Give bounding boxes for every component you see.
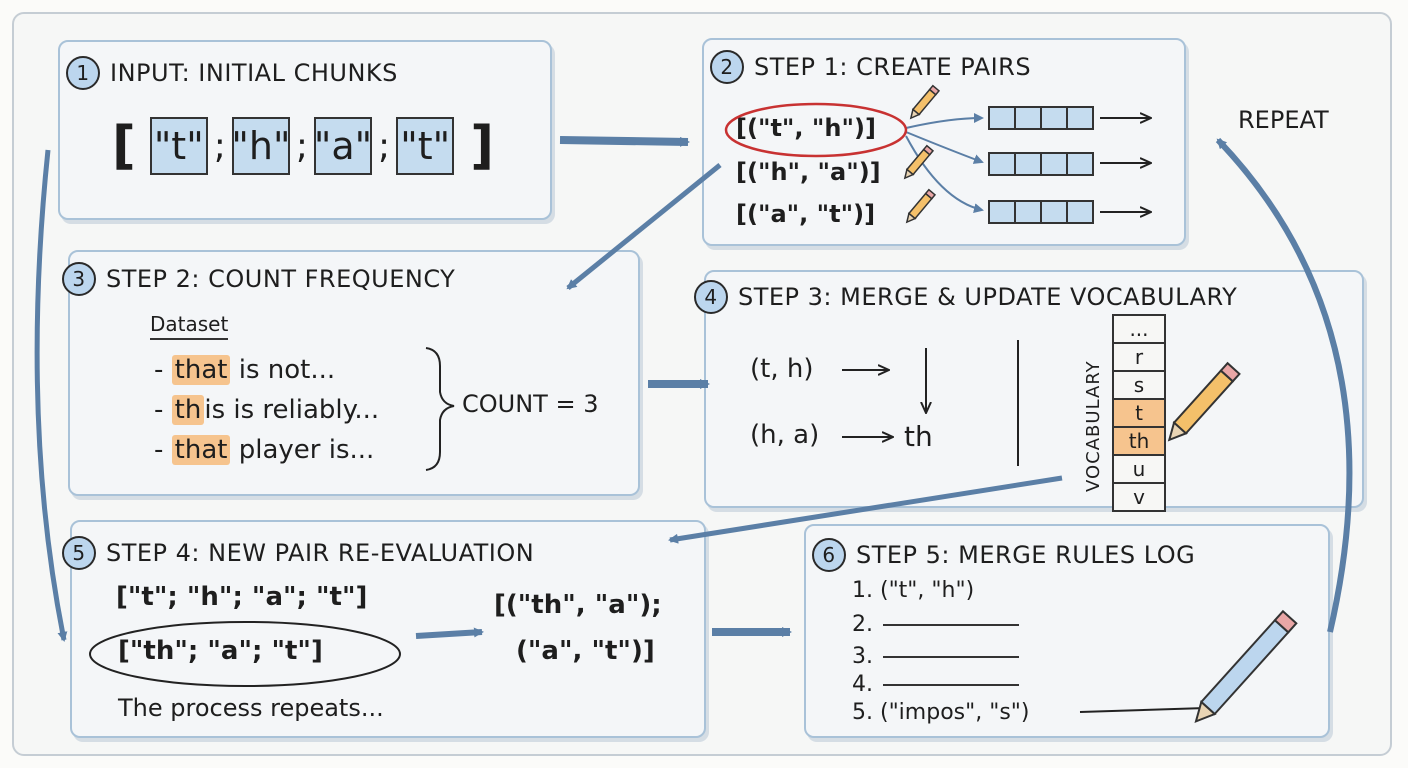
- highlighted-text: that: [171, 435, 231, 465]
- rule-blank-line: [883, 624, 1019, 626]
- highlighted-text: that: [171, 355, 231, 385]
- pencil-icon: [1167, 361, 1241, 442]
- rule-entry: 1. ("t", "h"): [852, 578, 975, 603]
- pencil-icon: [905, 188, 937, 224]
- count-result: COUNT = 3: [462, 390, 599, 418]
- pencil-icon: [909, 84, 941, 120]
- panel-merge-vocab-title: 4 STEP 3: MERGE & UPDATE VOCABULARY: [694, 280, 1237, 314]
- new-pairs: [("th", "a");: [494, 590, 662, 620]
- step-number-badge: 1: [66, 56, 100, 90]
- pair-item: [("t", "h")]: [736, 114, 876, 142]
- line-rest: is is reliably...: [204, 395, 380, 425]
- panel-input: [58, 40, 552, 220]
- panel-merge-vocab: [704, 270, 1364, 508]
- flow-arrow: [668, 475, 1063, 544]
- panel-title-text: INPUT: INITIAL CHUNKS: [110, 59, 398, 87]
- chunk-list: [ "t" ; "h" ; "a" ; "t" ]: [112, 116, 494, 176]
- bullet: -: [154, 435, 172, 465]
- chunk-box: "t": [396, 117, 455, 175]
- panel-merge-log: [804, 524, 1330, 738]
- bullet: -: [154, 395, 172, 425]
- separator: ;: [378, 125, 391, 167]
- pair-slot-boxes: [988, 152, 1094, 176]
- rule-index: 3.: [852, 644, 873, 669]
- dataset-label: Dataset: [150, 312, 229, 340]
- merge-pair: (t, h): [750, 354, 814, 384]
- panel-title-text: STEP 2: COUNT FREQUENCY: [106, 265, 456, 293]
- step-number-badge: 6: [812, 538, 846, 572]
- repeat-arrow: [1215, 137, 1353, 633]
- step-number-badge: 4: [694, 280, 728, 314]
- rule-blank-line: [883, 684, 1019, 686]
- rule-index: 4.: [852, 672, 873, 697]
- panel-title-text: STEP 5: MERGE RULES LOG: [856, 541, 1196, 569]
- pencil-icon: [1194, 609, 1298, 724]
- panel-reevaluation: [70, 520, 706, 738]
- chunk-box: "t": [149, 117, 208, 175]
- close-bracket: ]: [470, 116, 494, 176]
- step-number-badge: 5: [62, 536, 96, 570]
- flow-arrow: [34, 149, 68, 642]
- flow-arrow: [566, 163, 722, 290]
- repeat-label: REPEAT: [1238, 106, 1329, 134]
- rule-entry: 5. ("impos", "s"): [852, 700, 1030, 725]
- chunk-box: "h": [231, 117, 290, 175]
- panel-merge-log-title: 6 STEP 5: MERGE RULES LOG: [812, 538, 1195, 572]
- panel-title-text: STEP 4: NEW PAIR RE-EVALUATION: [106, 539, 535, 567]
- rule-index: 2.: [852, 612, 873, 637]
- merged-token: th: [904, 420, 933, 453]
- separator: ;: [213, 125, 226, 167]
- process-note: The process repeats...: [118, 694, 384, 722]
- separator: ;: [295, 125, 309, 167]
- highlight-circle: [724, 102, 908, 158]
- vocabulary-entry: v: [1112, 482, 1166, 512]
- panel-count-frequency-title: 3 STEP 2: COUNT FREQUENCY: [62, 262, 455, 296]
- flow-arrow: [415, 627, 484, 639]
- dataset-line: - that is not...: [154, 355, 335, 385]
- vocabulary-entry: s: [1112, 370, 1166, 400]
- panel-count-frequency: [68, 250, 640, 496]
- pair-slot-boxes: [988, 200, 1094, 224]
- step-number-badge: 2: [710, 50, 744, 84]
- open-bracket: [: [112, 116, 136, 176]
- flow-arrow: [559, 136, 690, 147]
- highlight-circle: [89, 621, 401, 687]
- pair-slot-boxes: [988, 106, 1094, 130]
- step-number-badge: 3: [62, 262, 96, 296]
- new-pairs: ("a", "t")]: [516, 636, 655, 666]
- highlighted-text: th: [171, 395, 205, 425]
- pair-item: [("a", "t")]: [736, 200, 876, 228]
- line-rest: is not...: [230, 355, 336, 385]
- dataset-line: - that player is...: [154, 435, 374, 465]
- panel-title-text: STEP 1: CREATE PAIRS: [754, 53, 1032, 81]
- chunk-box: "a": [314, 117, 372, 175]
- merge-pair: (h, a): [750, 420, 820, 450]
- rule-entry: 4.: [852, 672, 1019, 697]
- panel-create-pairs-title: 2 STEP 1: CREATE PAIRS: [710, 50, 1031, 84]
- bullet: -: [154, 355, 172, 385]
- panel-input-title: 1 INPUT: INITIAL CHUNKS: [66, 56, 398, 90]
- rule-entry: 3.: [852, 644, 1019, 669]
- vocabulary-entry: th: [1112, 426, 1166, 456]
- rule-entry: 2.: [852, 612, 1019, 637]
- pair-item: [("h", "a")]: [736, 158, 881, 186]
- rule-blank-line: [883, 656, 1019, 658]
- new-chunks: ["th"; "a"; "t"]: [118, 636, 323, 666]
- panel-title-text: STEP 3: MERGE & UPDATE VOCABULARY: [738, 283, 1238, 311]
- brace: [425, 347, 455, 471]
- line-rest: player is...: [230, 435, 375, 465]
- vocabulary-entry: r: [1112, 342, 1166, 372]
- old-chunks: ["t"; "h"; "a"; "t"]: [116, 582, 368, 612]
- pencil-icon: [903, 144, 935, 180]
- panel-reevaluation-title: 5 STEP 4: NEW PAIR RE-EVALUATION: [62, 536, 534, 570]
